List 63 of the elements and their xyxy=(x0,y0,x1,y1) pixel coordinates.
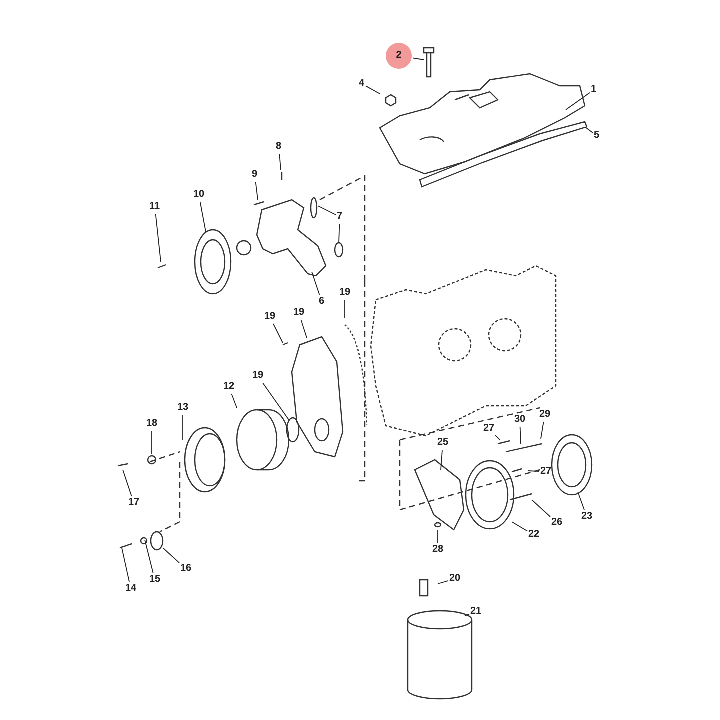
callout-number: 27 xyxy=(540,466,552,478)
callout-number: 19 xyxy=(264,311,276,323)
callout-number: 19 xyxy=(294,307,305,319)
callout-number: 8 xyxy=(276,141,282,153)
leader-line xyxy=(231,394,238,408)
callout-number: 11 xyxy=(150,201,160,213)
callout-number: 25 xyxy=(438,437,449,449)
leader-line xyxy=(162,548,180,564)
callout-number: 19 xyxy=(340,287,351,299)
leader-line xyxy=(438,580,449,584)
leader-line xyxy=(262,382,290,420)
callout-number: 18 xyxy=(146,418,158,430)
callout-number: 6 xyxy=(319,296,325,308)
leader-line xyxy=(412,58,424,60)
leader-line xyxy=(366,86,380,94)
callout-number: 17 xyxy=(128,497,140,509)
callout-number: 21 xyxy=(470,606,482,618)
leader-line xyxy=(344,300,346,318)
leader-line xyxy=(273,324,284,344)
callout-number: 7 xyxy=(337,211,343,223)
callout-number: 10 xyxy=(194,189,205,201)
callout-number: 13 xyxy=(178,402,189,414)
leader-line xyxy=(566,92,590,110)
callout-number: 16 xyxy=(180,563,192,575)
leader-line xyxy=(440,450,443,470)
leader-line xyxy=(279,154,282,170)
leader-line xyxy=(338,224,340,244)
callout-number: 23 xyxy=(582,511,593,523)
leader-line xyxy=(182,414,184,440)
callout-number: 4 xyxy=(359,78,365,90)
callout-number: 1 xyxy=(591,84,597,96)
callout-number: 28 xyxy=(432,544,444,556)
callout-number: 30 xyxy=(514,414,526,426)
leader-line xyxy=(300,320,308,338)
leader-line xyxy=(512,522,528,532)
callout-number: 19 xyxy=(252,370,264,382)
leader-line xyxy=(155,214,162,262)
callout-number: 12 xyxy=(224,381,235,393)
leader-line xyxy=(464,614,470,616)
leader-line xyxy=(578,492,585,510)
leader-line xyxy=(144,540,154,574)
callout-number: 14 xyxy=(126,583,137,595)
callout-number: 2 xyxy=(386,43,412,69)
leader-line xyxy=(122,548,130,582)
leader-line xyxy=(122,470,132,496)
leader-line xyxy=(495,435,500,440)
leader-line xyxy=(312,272,320,296)
callout-number: 20 xyxy=(450,573,461,585)
callout-number: 9 xyxy=(252,169,258,181)
leader-line xyxy=(200,202,206,232)
leader-line xyxy=(318,206,336,216)
callout-number: 5 xyxy=(594,130,600,142)
leader-line xyxy=(532,500,551,518)
leader-line xyxy=(528,470,540,472)
callout-number: 22 xyxy=(528,529,540,541)
leader-line xyxy=(584,126,594,134)
callout-number: 26 xyxy=(552,517,563,529)
leader-line xyxy=(255,182,258,200)
callout-number: 27 xyxy=(484,423,495,435)
leader-line xyxy=(520,426,522,444)
callout-number: 29 xyxy=(540,409,551,421)
callout-number: 15 xyxy=(150,574,161,586)
leader-line xyxy=(540,422,544,440)
